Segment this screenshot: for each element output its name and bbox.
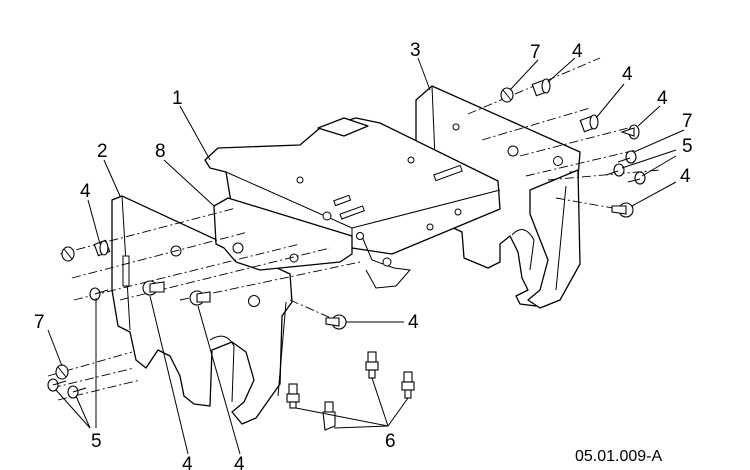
callout-part-5: 5: [682, 136, 693, 157]
callout-part-7: 7: [530, 42, 541, 63]
flange-bolt-icon: [325, 314, 347, 330]
callout-part-4: 4: [622, 64, 633, 85]
carriage-bolt-icon: [617, 150, 637, 164]
callout-part-4: 4: [234, 454, 245, 470]
grease-fitting-icon: [401, 371, 415, 399]
flange-nut-icon: [500, 87, 514, 103]
callout-part-8: 8: [155, 141, 166, 162]
carriage-bolt-icon: [627, 171, 646, 185]
leader-lines: [47, 57, 685, 455]
callout-part-2: 2: [97, 141, 108, 162]
fasteners: [47, 78, 646, 431]
figure-id: 05.01.009-A: [575, 448, 663, 465]
callout-part-7: 7: [682, 111, 693, 132]
left-side-plate: [111, 195, 293, 425]
grease-fitting-icon: [322, 401, 336, 431]
spacer-nut-icon: [579, 114, 599, 133]
callout-part-4: 4: [182, 454, 193, 470]
carriage-bolt-icon: [605, 163, 625, 177]
flange-bolt-icon: [620, 124, 640, 140]
callout-part-4: 4: [680, 166, 691, 187]
flange-bolt-icon: [142, 280, 165, 296]
carriage-bolt-icon: [67, 385, 87, 399]
callout-labels: 1 2 3 7 4 4 4 7 5 4 8 4 7 4 5 4 4 6: [34, 40, 693, 470]
grease-fitting-icon: [286, 383, 300, 409]
carriage-bolt-icon: [89, 287, 109, 301]
flange-nut-icon: [55, 364, 69, 380]
callout-part-4: 4: [572, 41, 583, 62]
callout-part-4: 4: [80, 181, 91, 202]
right-rear-bracket: [527, 169, 581, 309]
callout-part-4: 4: [657, 88, 668, 109]
flange-bolt-icon: [611, 202, 634, 218]
flange-nut-icon: [61, 246, 75, 262]
flange-bolt-icon: [189, 290, 211, 306]
grease-fitting-icon: [365, 351, 379, 379]
spacer-nut-icon: [531, 78, 551, 97]
callout-part-4: 4: [408, 312, 419, 333]
callout-part-1: 1: [172, 88, 183, 109]
callout-part-7: 7: [34, 312, 45, 333]
callout-part-5: 5: [91, 431, 102, 452]
spacer-nut-icon: [93, 239, 111, 257]
callout-part-3: 3: [410, 40, 421, 61]
carriage-bolt-icon: [47, 378, 67, 392]
center-front-plate: [213, 197, 353, 271]
callout-part-6: 6: [385, 431, 396, 452]
